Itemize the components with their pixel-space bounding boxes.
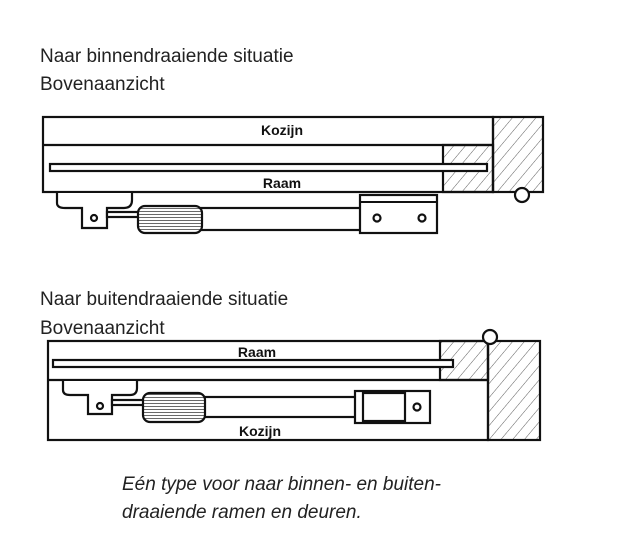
sash-slot bbox=[51, 358, 455, 369]
block-hole bbox=[417, 213, 427, 223]
connector-arm bbox=[105, 210, 142, 219]
closer-cylinder bbox=[136, 204, 204, 235]
diagram2-subtitle: Bovenaanzicht bbox=[40, 318, 165, 339]
block-inner-box bbox=[361, 391, 407, 423]
closer-cylinder bbox=[141, 391, 207, 424]
hinge-icon bbox=[513, 186, 531, 204]
frame-hatched-section bbox=[491, 115, 545, 194]
frame-hatched-section bbox=[486, 339, 542, 442]
diagram1-subtitle: Bovenaanzicht bbox=[40, 74, 165, 95]
closer-block bbox=[358, 193, 439, 235]
diagram2-label-raam: Raam bbox=[238, 344, 276, 360]
diagram1-inward-opening: Kozijn Raam bbox=[41, 115, 545, 235]
closer-rod bbox=[198, 206, 364, 232]
bracket-hole bbox=[89, 213, 99, 223]
diagram1-label-kozijn: Kozijn bbox=[261, 122, 303, 138]
caption-line-2: draaiende ramen en deuren. bbox=[122, 502, 362, 523]
diagram1-label-raam: Raam bbox=[263, 175, 301, 191]
sash-slot bbox=[48, 162, 489, 173]
block-hole bbox=[372, 213, 382, 223]
diagram2-label-kozijn: Kozijn bbox=[239, 423, 281, 439]
diagram2-title: Naar buitendraaiende situatie bbox=[40, 289, 288, 310]
diagram1-title: Naar binnendraaiende situatie bbox=[40, 46, 294, 67]
hinge-icon bbox=[481, 328, 499, 346]
frame-outline bbox=[41, 115, 495, 194]
bracket-hole bbox=[95, 401, 105, 411]
block-hole bbox=[412, 402, 422, 412]
closer-rod bbox=[201, 395, 359, 419]
connector-arm bbox=[110, 398, 147, 407]
mounting-bracket bbox=[61, 381, 139, 416]
diagram2-outward-opening: Raam Kozijn bbox=[46, 328, 542, 442]
mounting-bracket bbox=[55, 193, 134, 230]
caption-line-1: Eén type voor naar binnen- en buiten- bbox=[122, 474, 441, 495]
